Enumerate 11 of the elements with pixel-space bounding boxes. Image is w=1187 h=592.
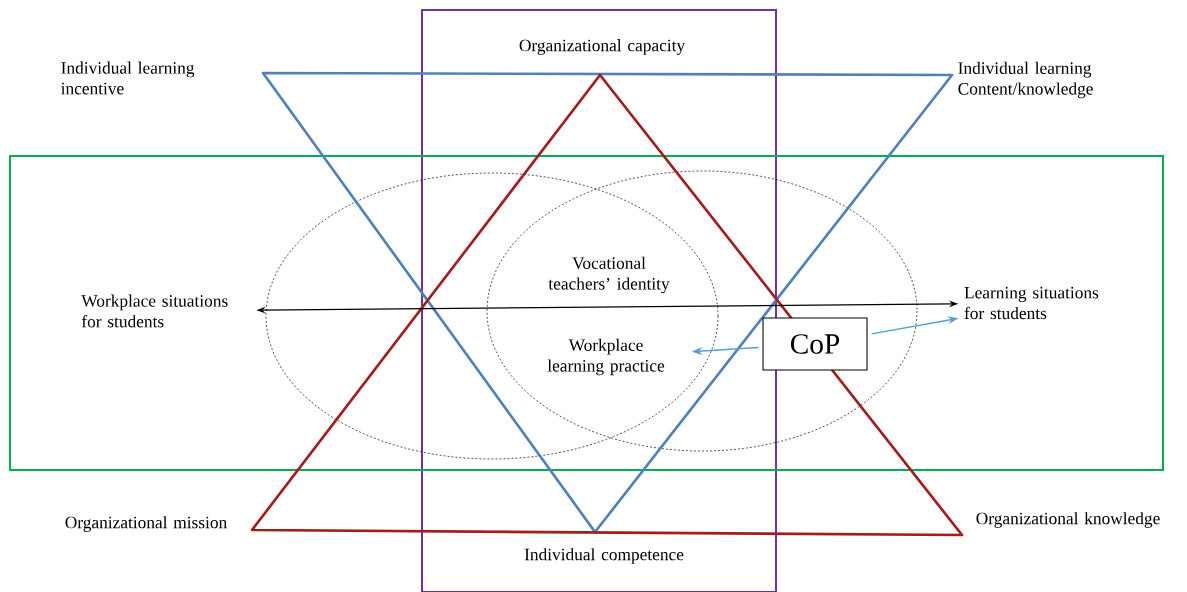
node-label: Learning situations for students [964, 286, 1099, 320]
node-label: Organizational mission [65, 516, 227, 532]
node-label: Organizational knowledge [976, 512, 1160, 528]
node-label: Workplace learning practice [547, 338, 665, 376]
node-label: Workplace situations for students [81, 294, 228, 328]
label-box: CoP [762, 317, 868, 371]
node-label: Individual competence [524, 548, 684, 564]
node-label: Vocational teachers’ identity [548, 256, 670, 294]
node-label: Individual learning incentive [61, 61, 195, 95]
node-label: Individual learning Content/knowledge [958, 61, 1093, 99]
node-label: Organizational capacity [519, 39, 686, 55]
